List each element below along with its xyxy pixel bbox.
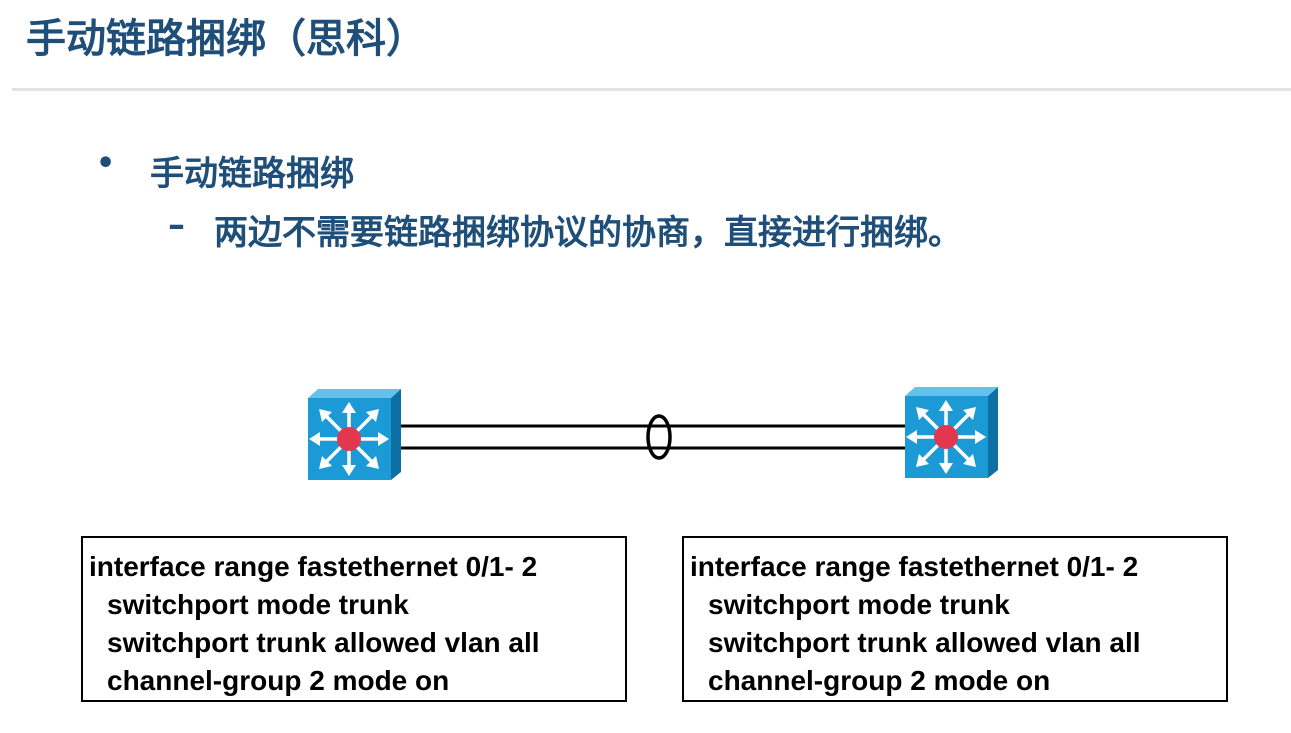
etherchannel-diagram	[308, 387, 998, 480]
layer3-switch-icon	[905, 387, 998, 478]
config-line: channel-group 2 mode on	[708, 665, 1051, 696]
sub-bullet-symbol: –	[168, 205, 185, 245]
config-line: switchport trunk allowed vlan all	[708, 627, 1141, 658]
config-line: switchport trunk allowed vlan all	[107, 627, 540, 658]
config-line: switchport mode trunk	[708, 589, 1010, 620]
bullet-text: 手动链路捆绑	[150, 154, 354, 194]
layer3-switch-icon	[308, 389, 401, 480]
config-box-left: interface range fastethernet 0/1- 2 swit…	[81, 536, 627, 702]
bundle-ellipse	[646, 414, 672, 460]
slide-title: 手动链路捆绑（思科）	[26, 16, 426, 62]
config-line: interface range fastethernet 0/1- 2	[89, 551, 538, 582]
config-line: interface range fastethernet 0/1- 2	[690, 551, 1139, 582]
config-line: switchport mode trunk	[107, 589, 409, 620]
config-box-right: interface range fastethernet 0/1- 2 swit…	[682, 536, 1228, 702]
bullet-symbol: •	[96, 146, 116, 181]
sub-bullet-text: 两边不需要链路捆绑协议的协商，直接进行捆绑。	[214, 213, 962, 253]
config-line: channel-group 2 mode on	[107, 665, 450, 696]
title-divider	[12, 88, 1291, 91]
